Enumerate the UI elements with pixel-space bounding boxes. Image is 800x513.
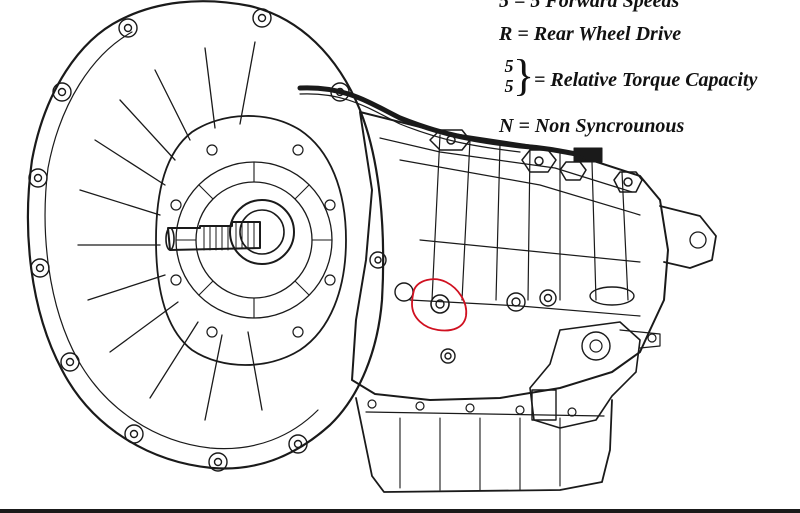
face-bolts (170, 144, 336, 338)
legend-torque-fraction: 5 5 (499, 56, 519, 96)
torque-bottom: 5 (504, 76, 514, 96)
solenoid-bosses (429, 129, 643, 193)
legend-forward-speeds: 5 = 5 Forward Speeds (499, 0, 680, 12)
pump-face (155, 115, 347, 366)
torque-top: 5 (504, 56, 514, 76)
transmission-case (351, 111, 669, 401)
legend-rear-wheel-drive: R = Rear Wheel Drive (499, 23, 682, 45)
ford-emblem (589, 286, 635, 306)
side-ports (394, 282, 557, 364)
legend-brace: } (513, 51, 535, 100)
input-hub (229, 199, 295, 265)
housing-ribs (77, 41, 263, 421)
highlight-circle (411, 278, 468, 332)
bottom-rule (0, 509, 800, 513)
tail-housing (659, 205, 717, 269)
legend-torque-capacity: = Relative Torque Capacity (534, 69, 758, 91)
bell-housing (26, 0, 385, 470)
range-sensor (529, 321, 641, 429)
oil-pan (355, 397, 613, 493)
input-shaft (167, 221, 261, 251)
housing-bolt-bosses (28, 8, 387, 472)
legend-non-synchronous: N = Non Syncrounous (499, 115, 685, 137)
